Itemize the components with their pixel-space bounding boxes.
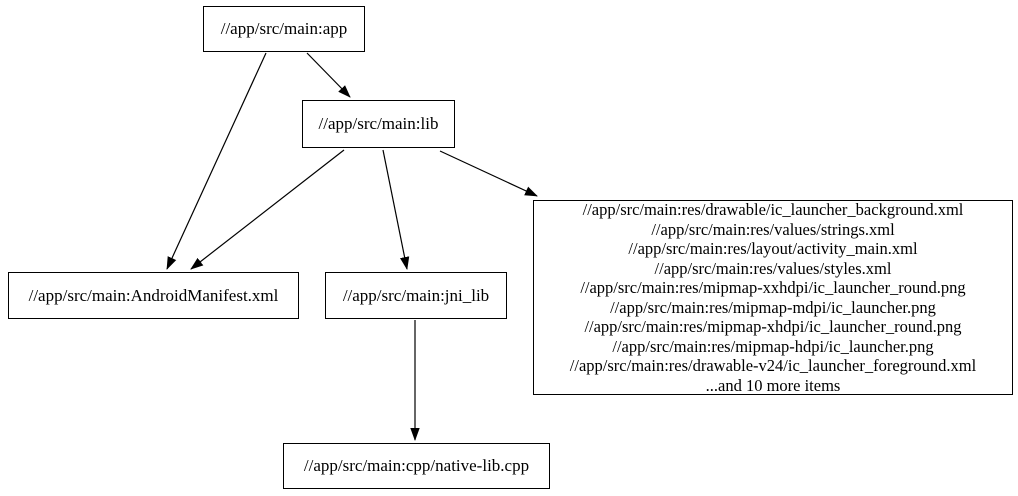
res-group-line: //app/src/main:res/mipmap-mdpi/ic_launch… [610, 297, 936, 317]
res-group-line: //app/src/main:res/mipmap-hdpi/ic_launch… [612, 336, 934, 356]
node-label-native-lib-cpp: //app/src/main:cpp/native-lib.cpp [303, 456, 530, 475]
edge-app-to-manifest [166, 52, 267, 270]
edge-app-to-lib [306, 52, 351, 98]
graph-node-lib: //app/src/main:lib [302, 100, 455, 148]
graph-node-jni-lib: //app/src/main:jni_lib [325, 272, 507, 319]
node-label-jni-lib: //app/src/main:jni_lib [342, 285, 490, 305]
node-label-lib: //app/src/main:lib [318, 114, 439, 133]
node-label-app: //app/src/main:app [220, 19, 348, 38]
edge-lib-to-manifest [190, 149, 345, 270]
res-group-line: //app/src/main:res/layout/activity_main.… [628, 239, 918, 258]
edge-lib-to-jni-lib [382, 149, 410, 270]
graph-node-android-manifest: //app/src/main:AndroidManifest.xml [8, 272, 299, 319]
res-group-more-items: ...and 10 more items [705, 375, 841, 395]
res-group-line: //app/src/main:res/values/strings.xml [651, 219, 895, 239]
node-label-android-manifest: //app/src/main:AndroidManifest.xml [28, 285, 279, 305]
res-group-line: //app/src/main:res/mipmap-xhdpi/ic_launc… [584, 317, 962, 336]
graph-node-res-group: //app/src/main:res/drawable/ic_launcher_… [533, 200, 1013, 395]
edge-lib-to-res-group [439, 150, 538, 197]
res-group-line: //app/src/main:res/drawable/ic_launcher_… [582, 200, 964, 219]
graph-node-native-lib-cpp: //app/src/main:cpp/native-lib.cpp [283, 443, 550, 489]
res-group-line: //app/src/main:res/drawable-v24/ic_launc… [569, 356, 977, 375]
res-group-line: //app/src/main:res/values/styles.xml [654, 258, 892, 278]
graph-node-app: //app/src/main:app [203, 6, 365, 52]
res-group-line: //app/src/main:res/mipmap-xxhdpi/ic_laun… [580, 278, 966, 297]
